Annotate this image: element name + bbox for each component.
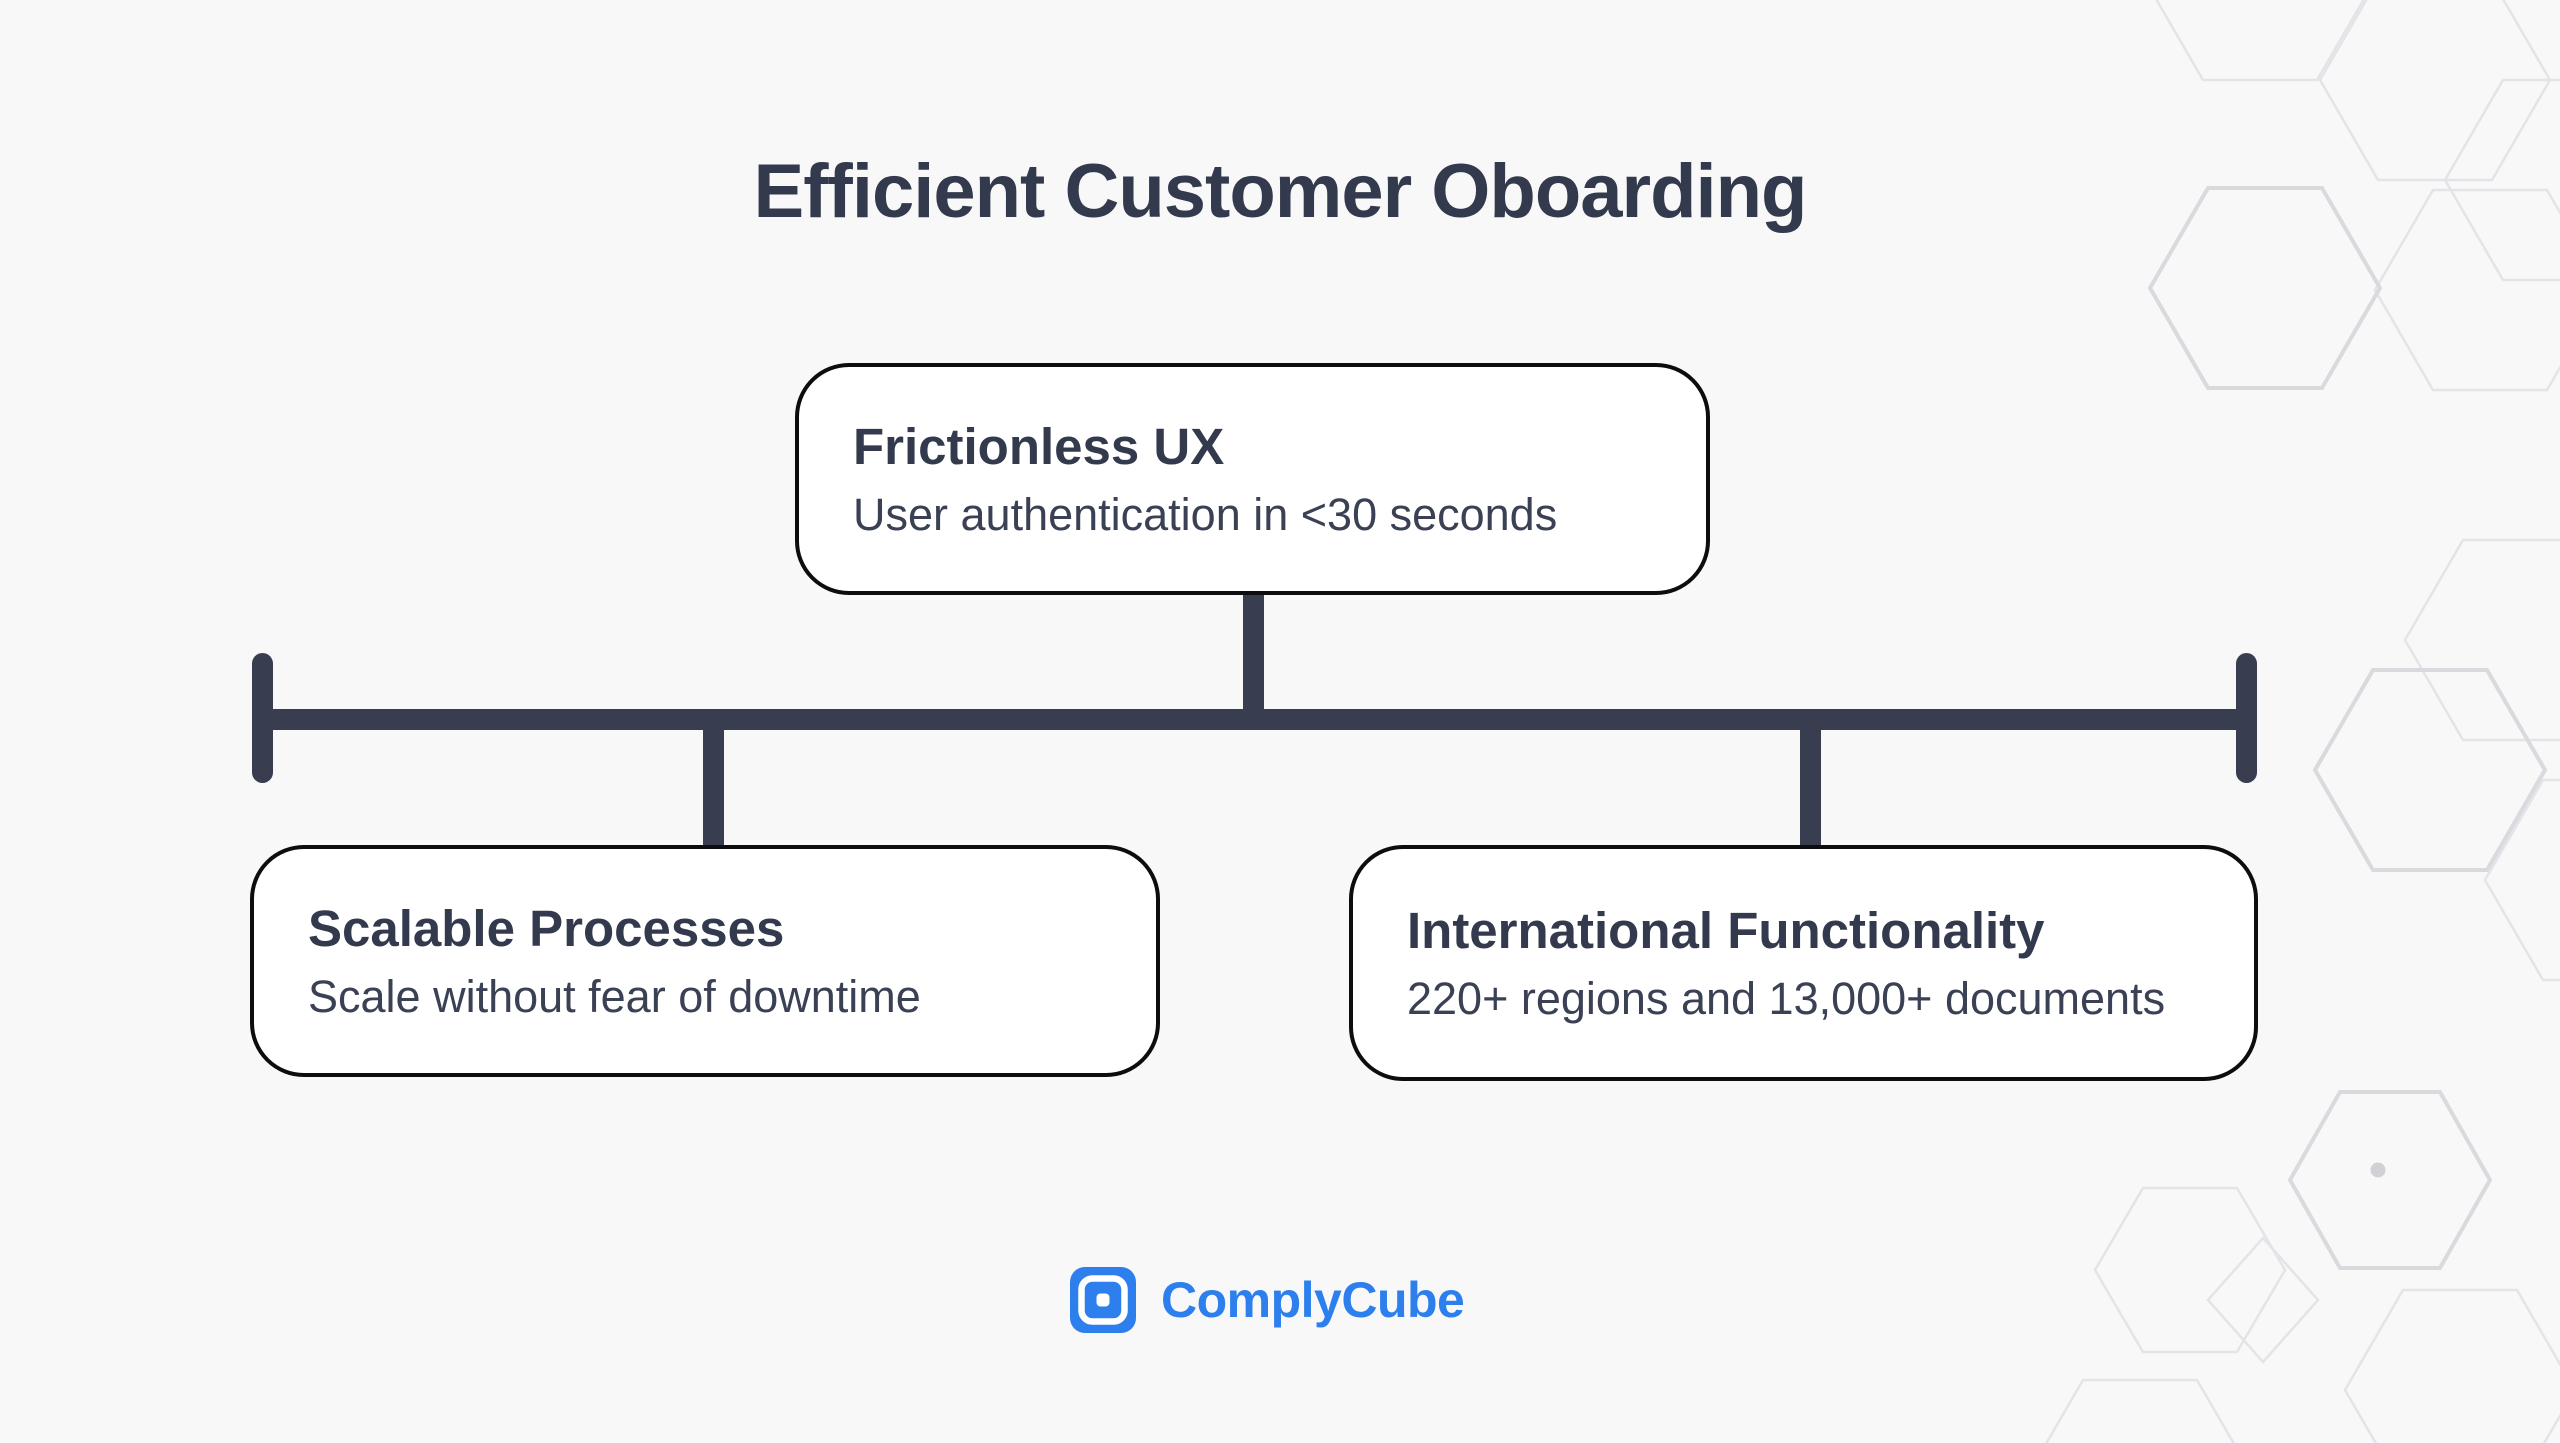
pattern-dot [2370,1162,2386,1178]
node-subtitle: Scale without fear of downtime [308,971,921,1023]
node-title: Scalable Processes [308,899,785,957]
node-subtitle: User authentication in <30 seconds [853,489,1558,541]
connector-left-endcap [252,653,273,783]
connector-right-endcap [2236,653,2257,783]
connector-horizontal-bar [252,709,2257,730]
node-subtitle: 220+ regions and 13,000+ documents [1407,973,2166,1025]
page-title: Efficient Customer Oboarding [753,149,1808,234]
complycube-nested-square-icon [1070,1267,1136,1333]
connector-stem-root [1243,594,1264,719]
node-title: Frictionless UX [853,417,1225,475]
connector-drop-right [1800,722,1821,849]
node-frictionless-ux: Frictionless UX User authentication in <… [795,363,1710,595]
complycube-logo: ComplyCube [1070,1266,1465,1334]
node-scalable-processes: Scalable Processes Scale without fear of… [250,845,1160,1077]
brand-name: ComplyCube [1161,1272,1465,1328]
connector-drop-left [703,722,724,849]
node-international-functionality: International Functionality 220+ regions… [1349,845,2258,1081]
node-title: International Functionality [1407,901,2045,959]
